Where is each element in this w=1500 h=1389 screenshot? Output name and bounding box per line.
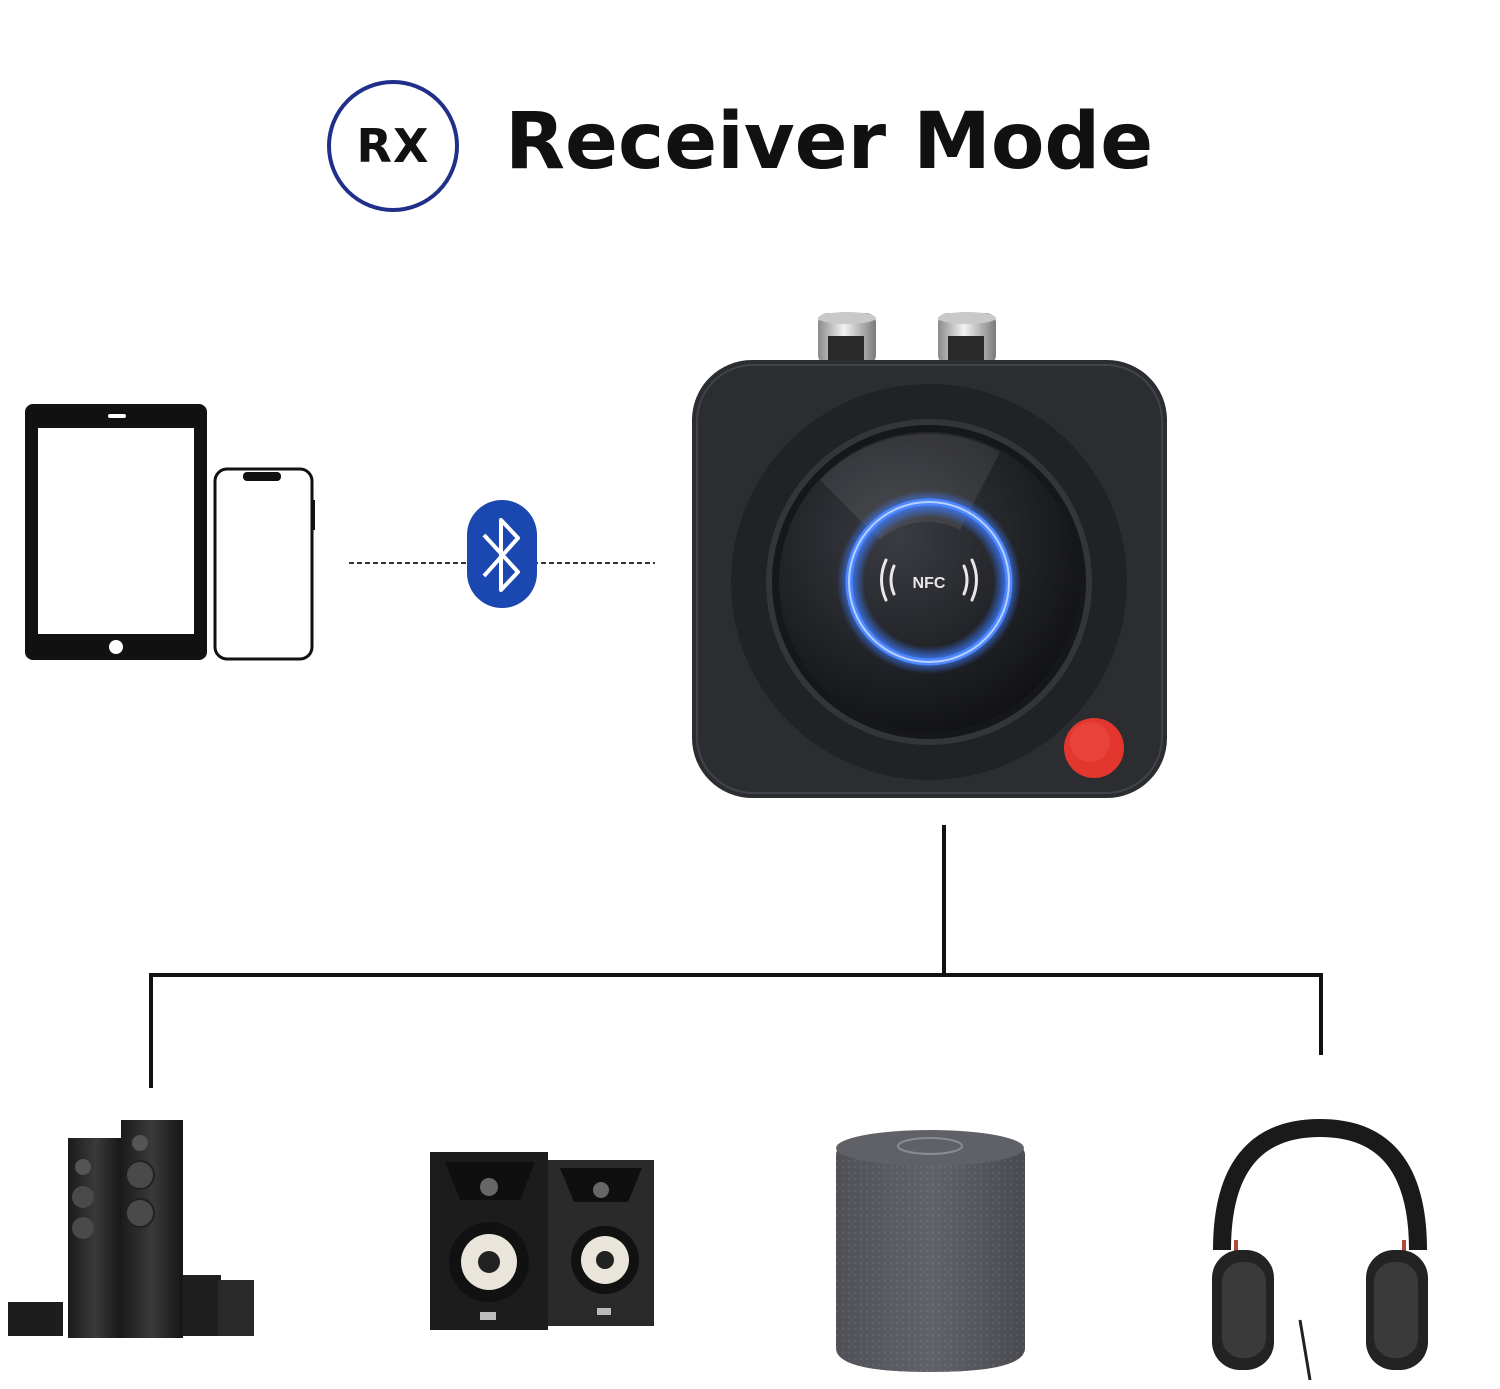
output-connector-tree xyxy=(149,825,1323,1088)
nfc-label: NFC xyxy=(913,575,946,592)
headphones-icon xyxy=(1212,1118,1428,1381)
smart-speaker-icon xyxy=(836,1130,1025,1372)
home-theater-speakers-icon xyxy=(8,1120,254,1338)
rca-jack-right xyxy=(938,312,996,368)
rca-jack-left xyxy=(818,312,876,368)
smartphone-icon xyxy=(213,467,315,661)
bookshelf-speakers-icon xyxy=(430,1152,654,1330)
rx-badge: RX xyxy=(327,80,459,212)
rx-badge-label: RX xyxy=(356,119,430,173)
page-title: Receiver Mode xyxy=(505,97,1154,187)
nfc-waves-icon xyxy=(880,558,978,602)
bluetooth-icon xyxy=(467,500,537,608)
receiver-device: NFC xyxy=(692,312,1167,798)
tablet-icon xyxy=(25,404,207,660)
